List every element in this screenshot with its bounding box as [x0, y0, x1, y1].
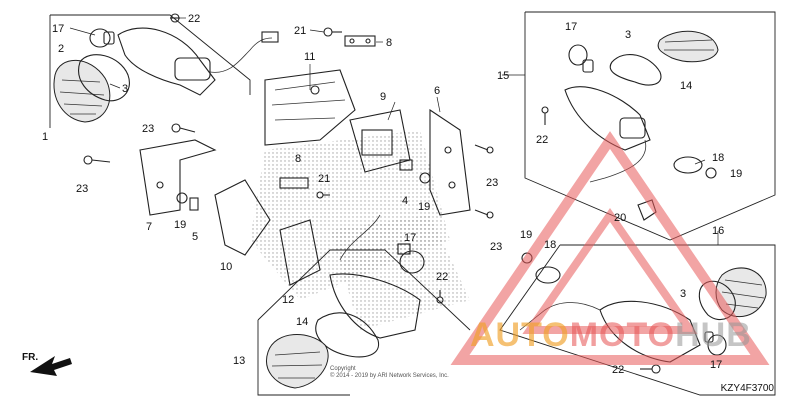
- callout-22: 22: [612, 364, 624, 376]
- nut-part-19-upper: [705, 167, 717, 179]
- callout-17: 17: [710, 359, 722, 371]
- callout-22: 22: [436, 271, 448, 283]
- callout-17: 17: [404, 232, 416, 244]
- group-frame-13: [257, 320, 350, 396]
- watermark-part-b: MOTO: [569, 316, 676, 354]
- turn-signal-housing-right-upper: [564, 86, 651, 183]
- callout-12: 12: [282, 294, 294, 306]
- group-frame-13-b: [257, 249, 471, 331]
- group-frame-15: [524, 11, 776, 241]
- gasket-part-3-right: [609, 54, 662, 86]
- callout-18: 18: [544, 239, 556, 251]
- screw-part-23: [171, 123, 196, 133]
- screw-part-23: [83, 155, 111, 165]
- callout-10: 10: [220, 261, 232, 273]
- watermark-part-a: AUTO: [470, 316, 570, 354]
- callout-20: 20: [614, 212, 626, 224]
- callout-16: 16: [712, 225, 724, 237]
- callout-21: 21: [294, 25, 306, 37]
- washer-part-18-lower: [535, 266, 561, 284]
- front-direction-arrow: [30, 356, 72, 376]
- callout-14: 14: [296, 316, 308, 328]
- copyright-line: Copyright: [330, 366, 356, 372]
- callout-7: 7: [146, 221, 152, 233]
- callout-18: 18: [712, 152, 724, 164]
- callout-15: 15: [497, 70, 509, 82]
- turn-signal-housing-left: [117, 27, 279, 96]
- nut-part-19-left: [176, 192, 188, 204]
- group-frame-1: [50, 14, 251, 95]
- callout-8: 8: [386, 37, 392, 49]
- bulb-part-17-right: [568, 44, 594, 73]
- callout-13: 13: [233, 355, 245, 367]
- callout-17: 17: [52, 23, 64, 35]
- callout-5: 5: [192, 231, 198, 243]
- callout-9: 9: [380, 91, 386, 103]
- plate-part-8-top: [344, 35, 376, 47]
- callout-17: 17: [565, 21, 577, 33]
- watermark-triangle: [450, 131, 770, 365]
- callout-3: 3: [122, 83, 128, 95]
- callout-1: 1: [42, 131, 48, 143]
- screw-part-21-mid: [316, 191, 330, 199]
- diagram-code: KZY4F3700: [720, 383, 774, 394]
- callout-8: 8: [295, 153, 301, 165]
- plate-part-8-lower: [279, 177, 309, 189]
- screw-part-23: [474, 209, 494, 219]
- gasket-part-3: [78, 54, 130, 102]
- watermark-text: AUTOMOTOHUB: [470, 316, 752, 355]
- callout-23: 23: [142, 123, 154, 135]
- front-direction-label: FR.: [22, 352, 39, 363]
- callout-19: 19: [520, 229, 532, 241]
- lens-part-14-right: [657, 30, 719, 63]
- callout-6: 6: [434, 85, 440, 97]
- group-frame-16: [499, 244, 776, 396]
- callout-22: 22: [536, 134, 548, 146]
- callout-22: 22: [188, 13, 200, 25]
- dotted-region: [330, 215, 470, 330]
- bracket-part-12: [279, 219, 321, 286]
- copyright-line: © 2014 - 2019 by ARI Network Services, I…: [330, 373, 449, 379]
- screw-part-22-right: [541, 106, 549, 125]
- screw-part-22-mid: [436, 290, 444, 304]
- clip-part-5: [189, 197, 199, 211]
- nut-part-19-mid: [419, 172, 431, 184]
- washer-part-18-upper: [673, 156, 703, 174]
- bulb-part-17: [89, 28, 115, 48]
- callout-4: 4: [402, 195, 408, 207]
- lens-part-13: [266, 334, 329, 389]
- screw-part-22-lower: [640, 364, 661, 374]
- lens-part-2: [53, 59, 111, 123]
- callout-23: 23: [486, 177, 498, 189]
- callout-21: 21: [318, 173, 330, 185]
- callout-2: 2: [58, 43, 64, 55]
- reflector-part-11: [264, 69, 356, 146]
- copyright-notice: Copyright © 2014 - 2019 by ARI Network S…: [330, 366, 449, 380]
- callout-23: 23: [76, 183, 88, 195]
- callout-3: 3: [680, 288, 686, 300]
- callout-11: 11: [304, 51, 315, 63]
- callout-19: 19: [418, 201, 430, 213]
- callout-23: 23: [490, 241, 502, 253]
- screw-part-21-top: [323, 27, 342, 37]
- turn-signal-housing-lower: [329, 214, 425, 339]
- bracket-part-10: [214, 179, 271, 256]
- callout-14: 14: [680, 80, 692, 92]
- leader-lines: [69, 17, 719, 245]
- callout-19: 19: [730, 168, 742, 180]
- callout-19: 19: [174, 219, 186, 231]
- bracket-part-7: [139, 139, 217, 216]
- watermark-part-c: HUB: [675, 316, 752, 354]
- clip-part-4: [399, 159, 413, 171]
- callout-3: 3: [625, 29, 631, 41]
- screw-part-23: [474, 144, 494, 154]
